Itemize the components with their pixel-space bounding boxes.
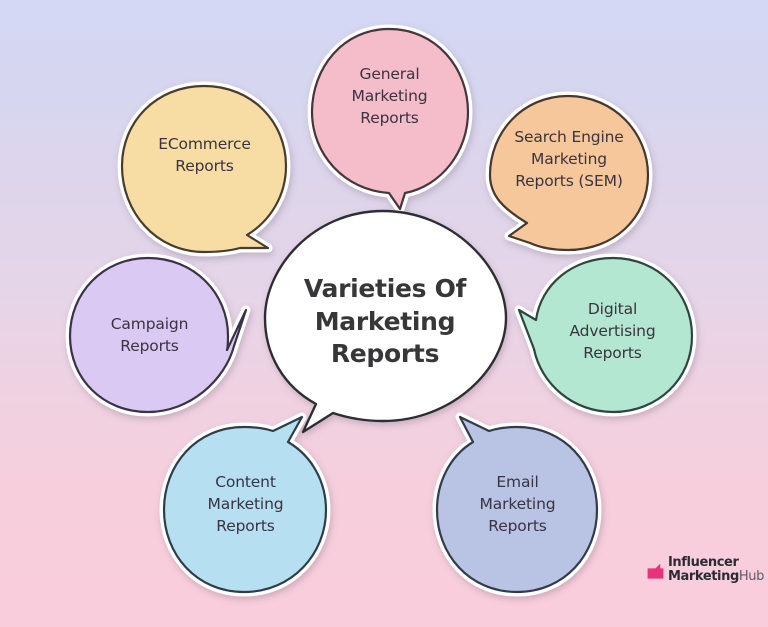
- logo-line-marketinghub: MarketingHub: [668, 568, 764, 584]
- influencer-marketing-hub-logo[interactable]: Influencer MarketingHub: [646, 556, 764, 584]
- logo-wordmark: Influencer MarketingHub: [668, 556, 764, 584]
- logo-line-influencer: Influencer: [668, 555, 739, 570]
- bubble-ecommerce-reports[interactable]: [117, 81, 291, 257]
- arrow-mark-icon: [647, 563, 664, 579]
- bubble-campaign-reports[interactable]: [65, 253, 251, 417]
- logo-word-marketing: Marketing: [668, 568, 739, 584]
- bubble-content-marketing-reports[interactable]: [159, 412, 331, 597]
- bubble-general-marketing-reports[interactable]: [307, 24, 473, 214]
- bubble-digital-advertising-reports[interactable]: [514, 253, 697, 417]
- bubble-center-hub[interactable]: [263, 209, 508, 434]
- bubble-search-engine-marketing-reports[interactable]: [485, 91, 653, 255]
- bubble-email-marketing-reports[interactable]: [432, 412, 602, 597]
- center-hub-title: Varieties Of Marketing Reports: [303, 274, 467, 368]
- logo-word-hub: Hub: [738, 568, 764, 584]
